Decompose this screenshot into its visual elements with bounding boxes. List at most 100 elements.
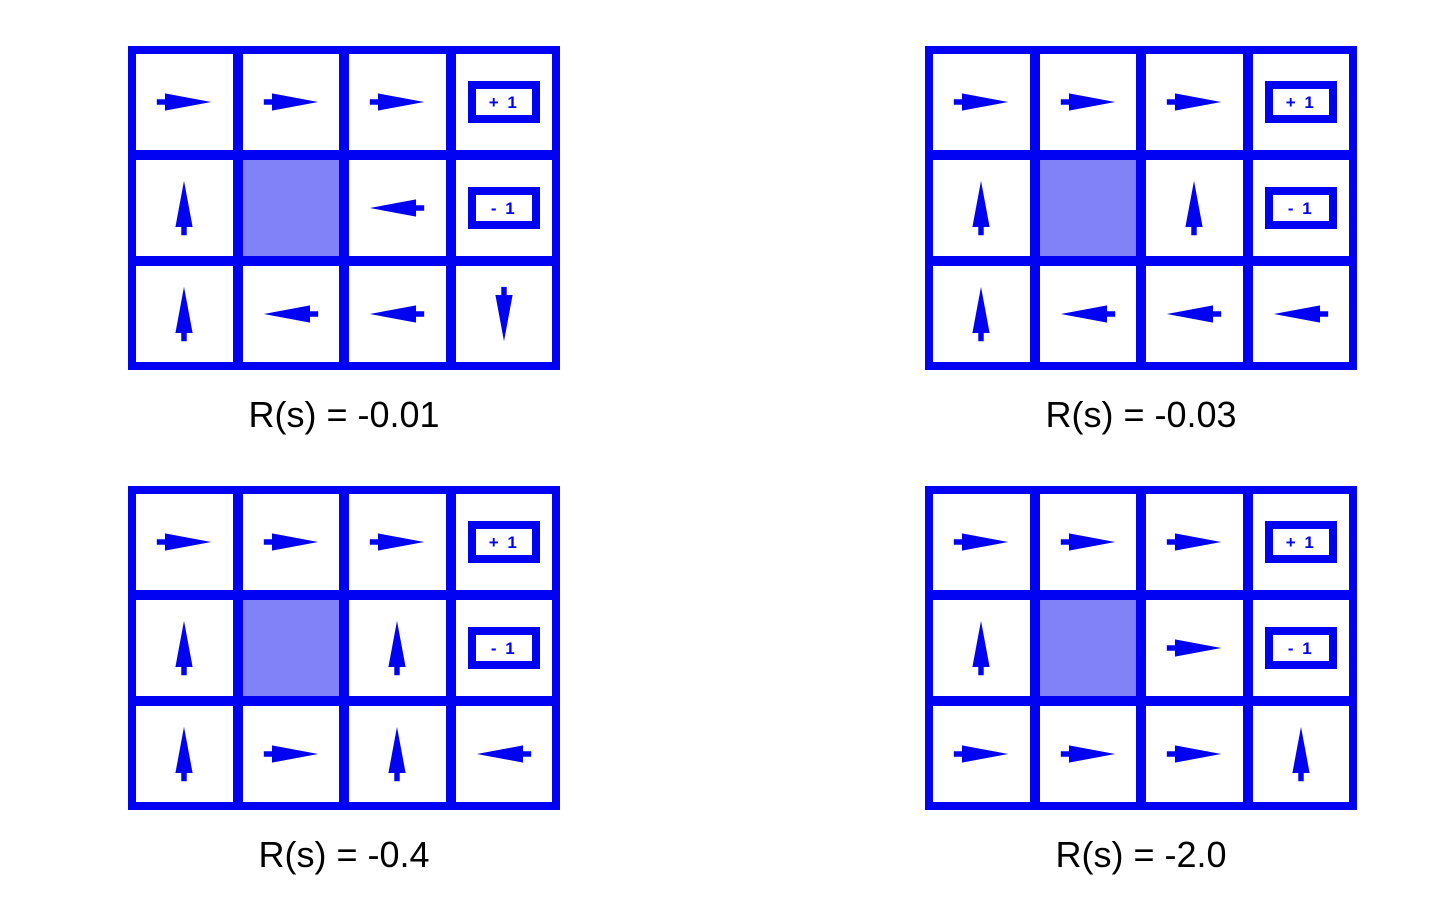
grid-cell <box>1146 494 1243 590</box>
arrow-right-icon <box>368 529 426 555</box>
grid-cell <box>242 54 339 150</box>
wall-cell <box>1039 160 1136 256</box>
arrow-right-icon <box>952 529 1010 555</box>
wall-cell <box>242 600 339 696</box>
arrow-right-icon <box>1059 529 1117 555</box>
grid-cell <box>933 494 1030 590</box>
grid-cell <box>136 706 233 802</box>
gridworld: + 1 - 1 <box>925 46 1357 370</box>
grid-cell <box>1252 266 1349 362</box>
grid-cell <box>136 600 233 696</box>
arrow-up-icon <box>952 620 1010 676</box>
grid-cell <box>349 706 446 802</box>
arrow-left-icon <box>262 301 320 327</box>
arrow-right-icon <box>1165 89 1223 115</box>
grid-cell: - 1 <box>455 600 552 696</box>
grid-cell <box>933 600 1030 696</box>
wall-cell <box>1039 600 1136 696</box>
grid-cell <box>349 160 446 256</box>
arrow-right-icon <box>368 89 426 115</box>
grid-cell <box>1146 706 1243 802</box>
arrow-left-icon <box>368 195 426 221</box>
panel-caption: R(s) = -0.01 <box>248 394 440 435</box>
grid-cell <box>136 494 233 590</box>
arrow-left-icon <box>1272 301 1330 327</box>
terminal-minus-box: - 1 <box>1264 627 1337 669</box>
grid-cell <box>455 706 552 802</box>
panel-caption: R(s) = -0.03 <box>1045 394 1237 435</box>
panel-caption: R(s) = -2.0 <box>1055 834 1227 875</box>
arrow-right-icon <box>952 89 1010 115</box>
terminal-label: - 1 <box>1287 198 1314 218</box>
grid-cell: - 1 <box>1252 600 1349 696</box>
terminal-label: - 1 <box>490 638 517 658</box>
grid-cell <box>349 494 446 590</box>
arrow-right-icon <box>262 89 320 115</box>
arrow-left-icon <box>1059 301 1117 327</box>
panel-caption: R(s) = -0.4 <box>258 834 430 875</box>
arrow-left-icon <box>1165 301 1223 327</box>
arrow-right-icon <box>155 89 213 115</box>
grid-cell <box>455 266 552 362</box>
terminal-plus-box: + 1 <box>1264 521 1337 563</box>
gridworld: + 1 - 1 <box>925 486 1357 810</box>
arrow-right-icon <box>1165 741 1223 767</box>
grid-cell: + 1 <box>455 54 552 150</box>
terminal-label: - 1 <box>490 198 517 218</box>
grid-cell <box>1039 706 1136 802</box>
arrow-right-icon <box>262 741 320 767</box>
grid-cell <box>349 266 446 362</box>
grid-cell <box>349 600 446 696</box>
arrow-up-icon <box>952 180 1010 236</box>
policy-panel-2: + 1 - 1 R(s) = -0.03 <box>925 46 1357 436</box>
arrow-up-icon <box>368 620 426 676</box>
arrow-up-icon <box>1272 726 1330 782</box>
terminal-label: + 1 <box>488 532 519 552</box>
arrow-up-icon <box>952 286 1010 342</box>
grid-cell: + 1 <box>1252 494 1349 590</box>
arrow-right-icon <box>1059 741 1117 767</box>
grid-cell <box>242 706 339 802</box>
arrow-left-icon <box>475 741 533 767</box>
arrow-up-icon <box>368 726 426 782</box>
grid-cell <box>933 706 1030 802</box>
terminal-label: + 1 <box>1285 92 1316 112</box>
arrow-up-icon <box>155 286 213 342</box>
grid-cell <box>242 494 339 590</box>
wall-cell <box>242 160 339 256</box>
arrow-left-icon <box>368 301 426 327</box>
arrow-right-icon <box>1165 529 1223 555</box>
grid-cell: - 1 <box>1252 160 1349 256</box>
grid-cell <box>242 266 339 362</box>
terminal-label: + 1 <box>488 92 519 112</box>
grid-cell <box>1039 54 1136 150</box>
grid-cell <box>136 160 233 256</box>
terminal-label: + 1 <box>1285 532 1316 552</box>
arrow-up-icon <box>1165 180 1223 236</box>
arrow-right-icon <box>1059 89 1117 115</box>
arrow-up-icon <box>155 726 213 782</box>
grid-cell <box>933 266 1030 362</box>
grid-cell: - 1 <box>455 160 552 256</box>
grid-cell <box>933 54 1030 150</box>
arrow-down-icon <box>475 286 533 342</box>
terminal-minus-box: - 1 <box>467 627 540 669</box>
arrow-right-icon <box>155 529 213 555</box>
grid-cell: + 1 <box>1252 54 1349 150</box>
grid-cell <box>1146 600 1243 696</box>
grid-cell <box>349 54 446 150</box>
terminal-label: - 1 <box>1287 638 1314 658</box>
grid-cell <box>1146 160 1243 256</box>
grid-cell <box>136 54 233 150</box>
gridworld: + 1 - 1 <box>128 486 560 810</box>
grid-cell <box>933 160 1030 256</box>
grid-cell <box>1146 266 1243 362</box>
grid-cell <box>1039 266 1136 362</box>
terminal-minus-box: - 1 <box>1264 187 1337 229</box>
arrow-right-icon <box>952 741 1010 767</box>
grid-cell <box>1252 706 1349 802</box>
arrow-right-icon <box>262 529 320 555</box>
grid-cell: + 1 <box>455 494 552 590</box>
terminal-minus-box: - 1 <box>467 187 540 229</box>
grid-cell <box>136 266 233 362</box>
